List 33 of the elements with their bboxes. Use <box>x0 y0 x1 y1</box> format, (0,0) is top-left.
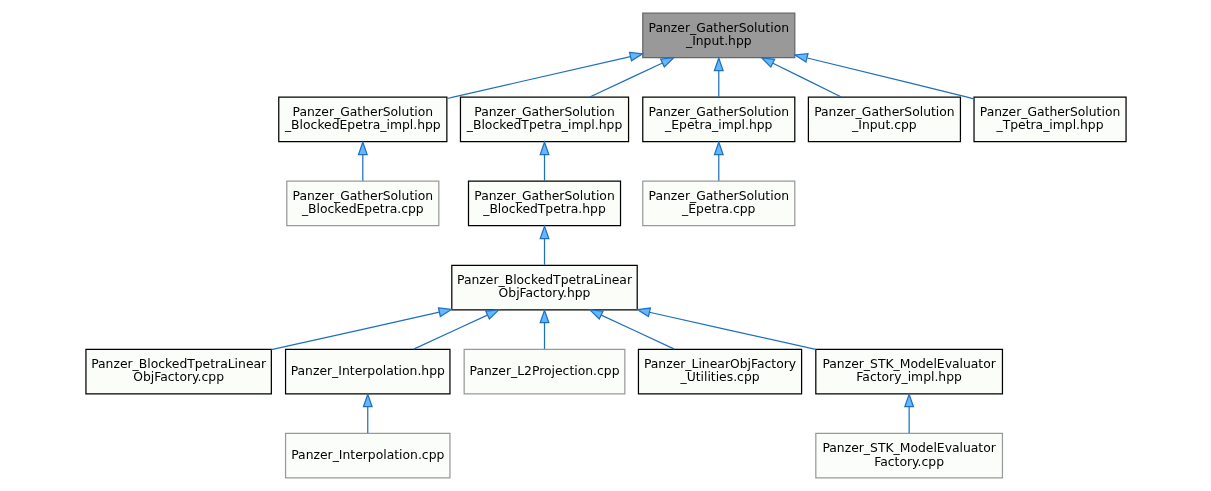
arrow <box>792 53 974 100</box>
arrow <box>362 392 373 434</box>
node-box: Panzer_BlockedTpetraLinear ObjFactory.cpp <box>84 348 272 395</box>
arrow <box>713 56 724 98</box>
node-box: Panzer_LinearObjFactory _Utilities.cpp <box>637 348 802 395</box>
arrow <box>759 56 842 98</box>
node-box: Panzer_STK_ModelEvaluator Factory.cpp <box>814 432 1003 479</box>
node-box: Panzer_GatherSolution _Input.cpp <box>807 96 961 143</box>
node-box: Panzer_GatherSolution _BlockedTpetra_impl.hpp <box>459 96 629 143</box>
node-box: Panzer_GatherSolution _BlockedEpetra_impl.hpp <box>277 96 447 143</box>
node-box: Panzer_GatherSolution _Input.hpp <box>641 12 795 59</box>
arrow <box>357 140 368 182</box>
node-box: Panzer_GatherSolution _BlockedEpetra.cpp <box>285 180 439 227</box>
node-box: Panzer_Interpolation.hpp <box>284 348 451 395</box>
node-box: Panzer_Interpolation.cpp <box>284 432 451 479</box>
node-box: Panzer_GatherSolution _Tpetra_impl.hpp <box>972 96 1127 143</box>
arrow <box>587 309 675 350</box>
node-box: Panzer_L2Projection.cpp <box>463 348 625 395</box>
arrow <box>588 56 675 98</box>
arrow <box>538 224 550 266</box>
arrow <box>412 309 500 350</box>
arrow <box>538 308 550 350</box>
arrow <box>538 140 550 182</box>
arrow <box>635 307 816 351</box>
arrow <box>713 140 724 182</box>
arrow <box>903 392 914 434</box>
arrow <box>270 307 453 351</box>
node-box: Panzer_GatherSolution _Epetra.cpp <box>641 180 795 227</box>
node-box: Panzer_STK_ModelEvaluator Factory_impl.hpp <box>814 348 1003 395</box>
node-box: Panzer_BlockedTpetraLinear ObjFactory.hpp <box>450 264 638 311</box>
node-box: Panzer_GatherSolution _BlockedTpetra.hpp <box>467 180 621 227</box>
arrow <box>446 51 644 100</box>
node-box: Panzer_GatherSolution _Epetra_impl.hpp <box>641 96 795 143</box>
